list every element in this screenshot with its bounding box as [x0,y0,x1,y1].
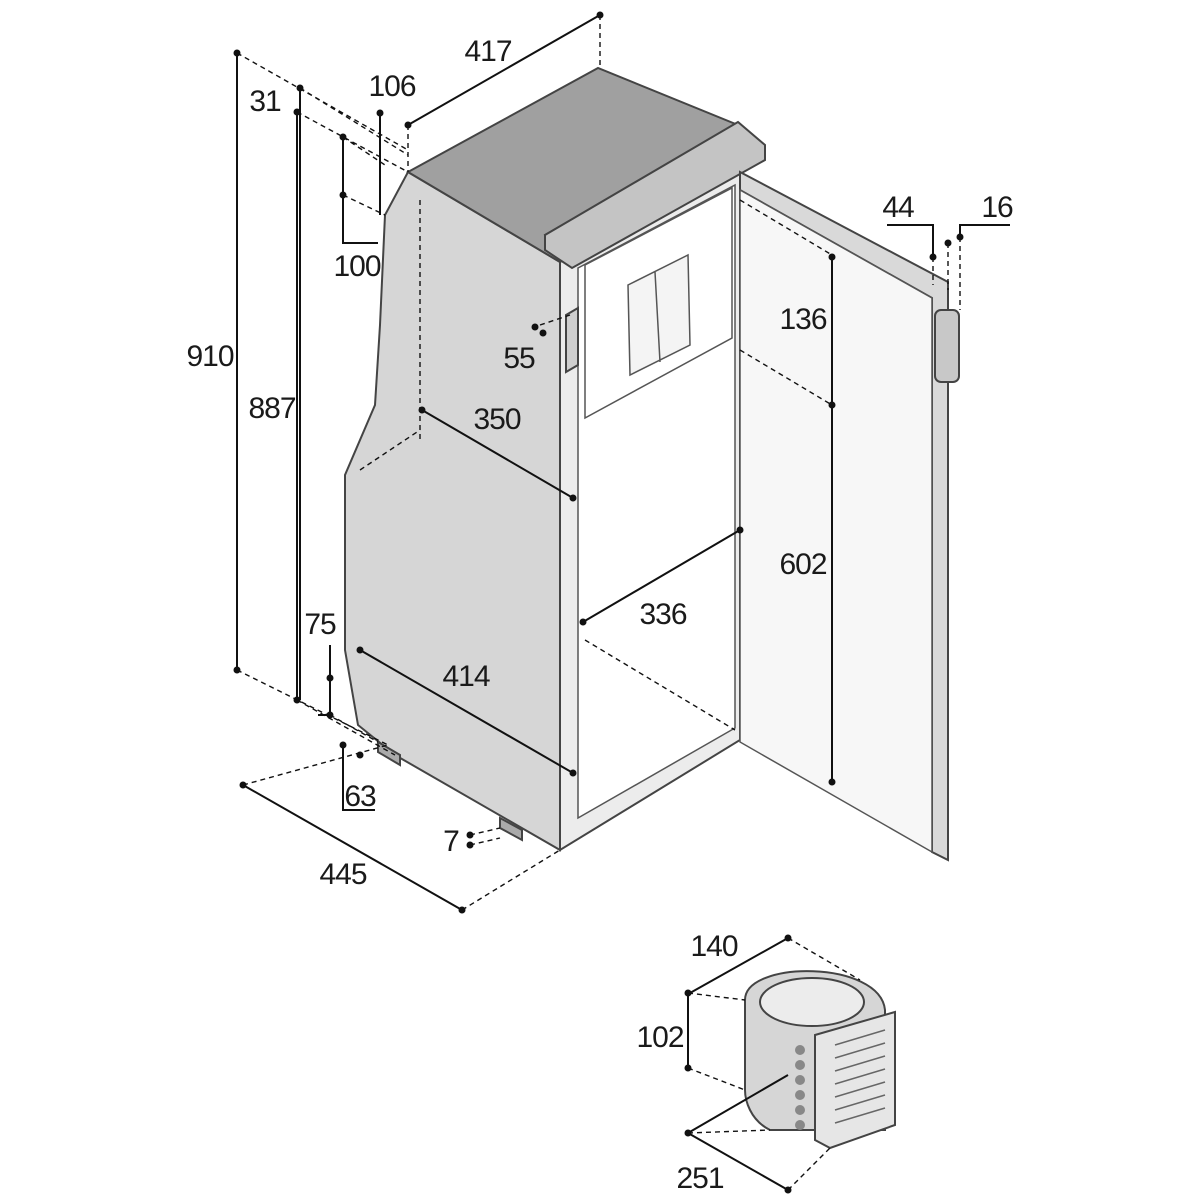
dimension-lines [233,11,1010,1194]
freezer-flap [627,253,691,377]
label-inner-width: 336 [639,598,686,631]
door-inner-face [739,188,933,854]
label-top-offset: 106 [368,70,415,103]
door-handle [934,309,960,383]
hinge [565,306,579,374]
label-foot-height: 75 [304,608,336,641]
label-recess-height: 100 [333,250,380,283]
label-foot-offset: 63 [344,780,376,813]
label-handle-depth: 16 [981,191,1013,224]
condenser-coils [795,1045,805,1130]
label-compressor-height: 102 [636,1021,683,1054]
label-inner-height: 602 [779,548,826,581]
dimension-labels: 417 106 31 100 910 887 55 350 136 44 16 … [186,35,1014,1195]
label-freezer-height: 136 [779,303,826,336]
fridge-body [344,66,960,862]
label-foot-gap: 7 [443,825,459,858]
front-trim-bar [544,120,766,270]
label-depth-bottom: 414 [442,660,489,693]
label-door-thickness: 44 [882,191,914,224]
label-compressor-length: 251 [676,1162,723,1195]
foot-rear [377,740,401,767]
label-body-height: 887 [248,392,295,425]
label-inner-depth-top: 350 [473,403,520,436]
label-top-step: 31 [249,85,281,118]
compressor-grille [814,1010,896,1150]
label-compressor-width: 140 [690,930,737,963]
compressor-unit [744,970,896,1150]
compressor-top [759,977,865,1027]
label-total-depth: 445 [319,858,366,891]
label-top-width: 417 [464,35,511,68]
label-hinge-offset: 55 [503,342,535,375]
label-total-height: 910 [186,340,233,373]
foot-front [499,816,523,842]
